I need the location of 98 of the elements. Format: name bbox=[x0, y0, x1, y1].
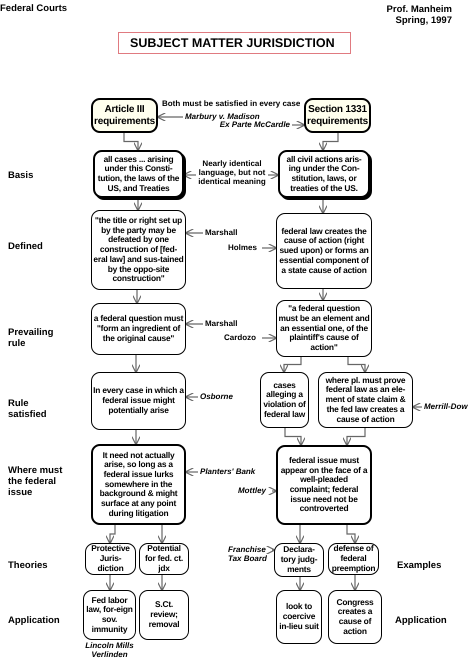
arrow bbox=[131, 355, 141, 374]
box-text: where pl. must prove federal law as an ele-ment of state claim & the fed law creates a cause of action bbox=[324, 376, 407, 424]
case-name: Franchise Tax Board bbox=[228, 545, 270, 565]
arrow bbox=[295, 577, 305, 592]
rounded-box bbox=[139, 590, 189, 640]
arrow bbox=[131, 430, 141, 446]
note-text: Both must be satisfied in every case bbox=[162, 99, 302, 108]
arrow bbox=[268, 486, 278, 496]
rounded-box bbox=[278, 150, 370, 198]
title: SUBJECT MATTER JURISDICTION bbox=[118, 32, 351, 54]
rounded-box bbox=[276, 590, 322, 644]
rounded-box bbox=[91, 303, 186, 355]
case-name: Verlinden bbox=[90, 650, 129, 659]
rounded-box bbox=[328, 590, 382, 644]
rounded-box bbox=[139, 543, 189, 575]
row-label: Defined bbox=[8, 241, 44, 252]
header-text: Spring, 1997 bbox=[394, 15, 452, 26]
arrow bbox=[342, 428, 366, 446]
case-name: Osborne bbox=[200, 392, 236, 402]
row-label: Basis bbox=[8, 170, 34, 181]
arrow bbox=[262, 333, 278, 343]
arrow bbox=[105, 575, 115, 592]
rounded-box bbox=[276, 445, 372, 525]
rounded-box bbox=[85, 543, 136, 575]
case-name: Mottley bbox=[238, 486, 270, 496]
arrow bbox=[184, 467, 198, 477]
header-text: Federal Courts bbox=[0, 3, 68, 14]
rounded-box bbox=[91, 444, 186, 525]
arrow bbox=[266, 545, 276, 555]
case-name: Ex Parte McCardle bbox=[210, 120, 290, 130]
note-text: Marshall bbox=[205, 228, 245, 238]
arrow bbox=[284, 428, 306, 446]
box-text: Protective Juris-diction bbox=[90, 544, 131, 574]
box-text: Declara-tory judg-ments bbox=[280, 545, 318, 575]
box-text: S.Ct. review; removal bbox=[148, 600, 180, 630]
arrow bbox=[184, 392, 198, 402]
arrow bbox=[279, 357, 302, 374]
box-text: a federal question must "form an ingredient of the original cause" bbox=[93, 314, 184, 344]
case-name: Planters' Bank bbox=[200, 467, 258, 477]
arrow bbox=[262, 243, 278, 253]
note-text: Nearly identical language, but not identical meaning bbox=[198, 159, 266, 193]
note-text: Marshall bbox=[205, 319, 245, 329]
case-name: Merrill-Dow bbox=[424, 402, 474, 412]
arrow bbox=[156, 112, 183, 122]
row-label: Theories bbox=[8, 560, 49, 571]
arrow bbox=[292, 120, 306, 130]
header-text: Prof. Manheim bbox=[386, 4, 452, 15]
rounded-box bbox=[276, 213, 372, 289]
row-label: Application bbox=[8, 615, 61, 626]
arrow bbox=[184, 228, 203, 238]
arrow bbox=[132, 290, 142, 304]
arrow bbox=[123, 133, 143, 152]
box-text: Congress creates a cause of action bbox=[335, 598, 375, 636]
note-text: Holmes bbox=[228, 243, 260, 253]
box-text: look to coercive in-lieu suit bbox=[278, 602, 320, 632]
box-text: Potential for fed. ct. jdx bbox=[144, 544, 184, 574]
case-name: Lincoln Mills bbox=[84, 641, 135, 650]
box-text: "the title or right set up by the party may be defeated by one construction of [fed-eral law] and sus-tained by the oppo-site construction" bbox=[93, 216, 184, 284]
box-text: "a federal question must be an element and an essential one, of the plaintiff's cause of action" bbox=[278, 304, 370, 353]
arrow bbox=[347, 357, 370, 374]
box-text: Fed labor law, for-eign sov. immunity bbox=[85, 596, 134, 634]
arrow bbox=[350, 575, 360, 592]
box-text: defense of federal preemption bbox=[330, 544, 376, 574]
box-text: all cases ... arising under this Consti-tution, the laws of the US, and Treaties bbox=[96, 154, 180, 194]
rounded-box bbox=[91, 210, 186, 290]
box-text: In every case in which a federal issue might potentially arise bbox=[93, 386, 184, 416]
arrow bbox=[318, 289, 328, 302]
arrow bbox=[105, 525, 116, 544]
row-label: Rule satisfied bbox=[8, 398, 48, 420]
rounded-box bbox=[83, 590, 136, 640]
box-text: federal issue must appear on the face of a well-pleaded complaint; federal issue need not be controverted bbox=[280, 456, 369, 514]
arrow bbox=[268, 170, 280, 180]
rounded-box bbox=[318, 372, 413, 428]
rounded-box bbox=[91, 372, 186, 430]
arrow bbox=[412, 402, 422, 412]
box-text: Article III requirements bbox=[94, 104, 155, 128]
box-text: all civil actions aris-ing under the Con-stitution, laws, or treaties of the US. bbox=[286, 154, 362, 194]
box-text: Section 1331 requirements bbox=[307, 104, 368, 128]
arrow bbox=[346, 525, 360, 544]
rounded-box bbox=[274, 543, 324, 577]
box-text: It need not actually arise, so long as a federal issue lurks somewhere in the background & might surface at any point during litigation bbox=[98, 450, 178, 518]
row-label: Examples bbox=[397, 560, 442, 571]
box-text: cases alleging a violation of federal law bbox=[262, 380, 307, 420]
arrow bbox=[295, 525, 305, 544]
arrow bbox=[184, 319, 203, 329]
row-label: Application bbox=[395, 615, 448, 626]
note-text: Cardozo bbox=[224, 333, 260, 343]
row-label: Prevailing rule bbox=[8, 327, 54, 349]
row-label: Where must the federal issue bbox=[8, 465, 63, 498]
box-text: federal law creates the cause of action (right sued upon) or forms an essential component of a state cause of action bbox=[278, 226, 370, 276]
rounded-box bbox=[91, 98, 158, 133]
arrow bbox=[157, 575, 167, 592]
arrow bbox=[318, 133, 339, 152]
arrow bbox=[318, 198, 328, 214]
rounded-box bbox=[260, 372, 309, 428]
arrow bbox=[157, 525, 167, 544]
rounded-box bbox=[304, 98, 371, 133]
case-name: Marbury v. Madison bbox=[185, 112, 263, 122]
